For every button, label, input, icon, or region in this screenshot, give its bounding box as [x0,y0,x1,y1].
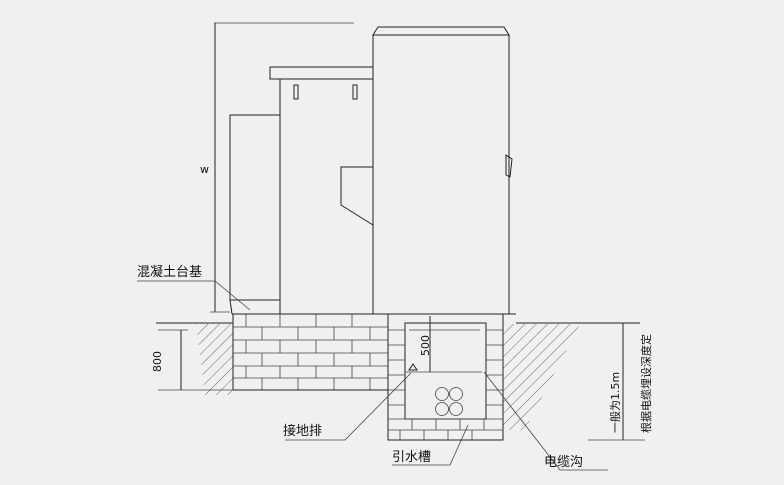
height-dimension: w [200,22,354,313]
concrete-base-callout: 混凝土台基 [137,264,251,311]
drain-groove-label: 引水槽 [392,450,431,465]
concrete-base-label: 混凝土台基 [137,264,202,280]
ground-surface [156,322,640,430]
drain-groove-callout: 引水槽 [392,424,469,466]
ground-bar-callout: 接地排 [283,372,412,441]
depth-800-dimension: 800 [151,329,232,391]
cable-bundle [435,387,463,416]
brick-foundation [232,313,389,391]
height-dimension-label: w [200,163,209,176]
cable-trench: 500 [387,313,504,441]
cable-trench-callout: 电缆沟 [483,371,608,471]
depth-general-label: 一般为1.5m [609,372,622,433]
depth-500-label: 500 [419,335,432,356]
transformer-cabinet [372,26,513,315]
ground-bar-label: 接地排 [283,423,322,439]
cable-trench-label: 电缆沟 [544,454,583,470]
depth-note-label: 根据电缆埋设深度定 [639,334,653,433]
low-voltage-cabinet [229,66,374,315]
trench-depth-note: 一般为1.5m 根据电缆埋设深度定 [588,323,653,441]
depth-800-label: 800 [151,351,164,372]
